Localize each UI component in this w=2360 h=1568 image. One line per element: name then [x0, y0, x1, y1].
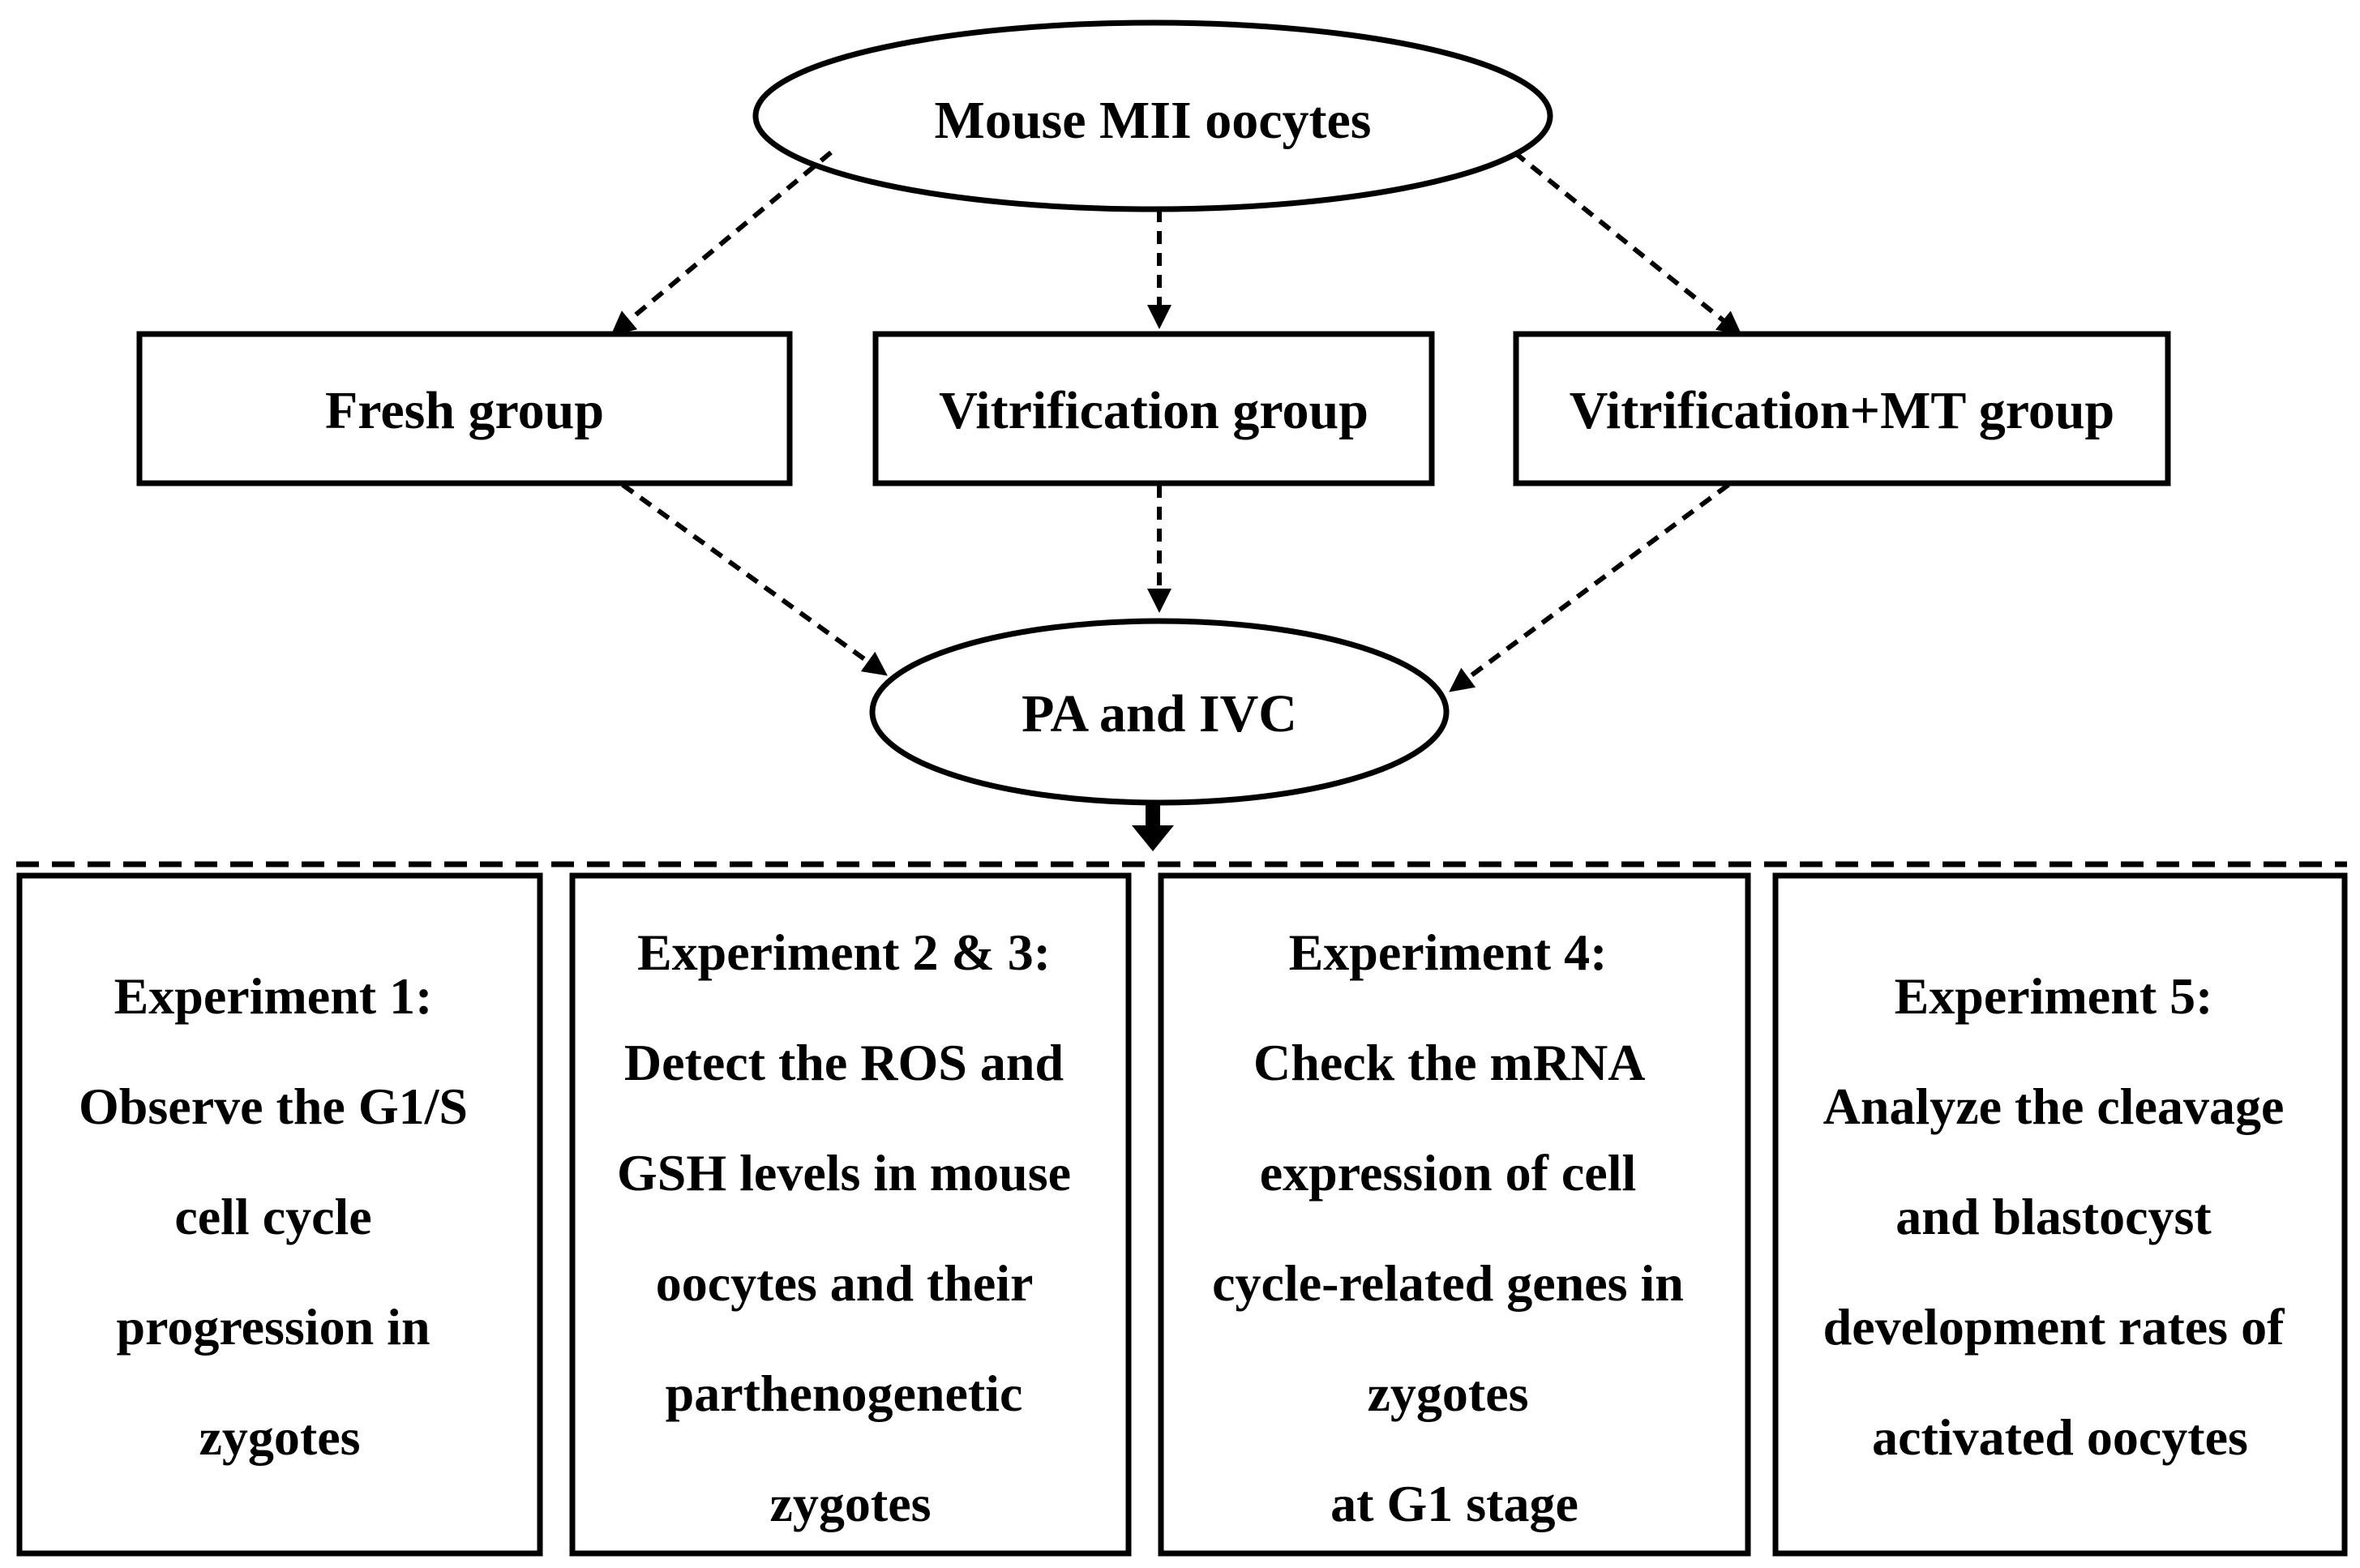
experiment-5-line: activated oocytes [1872, 1408, 2248, 1466]
experiment-4-line: Experiment 4: [1289, 923, 1608, 981]
arrow-vitrification-mt-to-pa [1449, 482, 1730, 692]
experiment-4-line: at G1 stage [1330, 1475, 1578, 1532]
fresh-group-box: Fresh group [136, 331, 793, 486]
experiment-4-line: Check the mRNA [1253, 1034, 1645, 1091]
experiment-1-box: Experiment 1: Observe the G1/S cell cycl… [16, 872, 543, 1557]
experiment-2-3-line: parthenogenetic [666, 1365, 1023, 1422]
vitrification-group-box: Vitrification group [872, 331, 1435, 486]
arrow-source-to-vitrification-mt [1513, 150, 1742, 336]
vitrification-mt-group-label: Vitrification+MT group [1570, 381, 2115, 440]
experiment-2-3-line: zygotes [769, 1475, 931, 1532]
experiment-2-3-line: Experiment 2 & 3: [637, 923, 1051, 981]
fresh-group-label: Fresh group [325, 381, 604, 440]
pa-ivc-node: PA and IVC [869, 618, 1450, 806]
source-node: Mouse MII oocytes [752, 19, 1553, 212]
experiment-1-line: cell cycle [174, 1188, 371, 1245]
pa-ivc-node-label: PA and IVC [1022, 684, 1297, 743]
experiment-1-line: zygotes [199, 1408, 360, 1466]
experiment-1-line: Observe the G1/S [79, 1077, 468, 1135]
arrow-source-to-fresh [610, 150, 833, 336]
experiment-4-line: cycle-related genes in [1212, 1254, 1684, 1312]
experiment-1-line: Experiment 1: [114, 967, 433, 1025]
arrow-pa-to-experiments-head [1132, 825, 1174, 851]
source-node-label: Mouse MII oocytes [935, 91, 1372, 150]
experiment-2-3-box: Experiment 2 & 3: Detect the ROS and GSH… [569, 872, 1132, 1557]
experiment-2-3-line: oocytes and their [656, 1254, 1033, 1312]
experiment-2-3-line: Detect the ROS and [624, 1034, 1064, 1091]
experiment-4-line: zygotes [1367, 1365, 1528, 1422]
vitrification-group-label: Vitrification group [939, 381, 1368, 440]
experiment-5-line: and blastocyst [1895, 1188, 2212, 1245]
experiment-5-line: Analyze the cleavage [1823, 1077, 2285, 1135]
arrow-fresh-to-pa [621, 482, 888, 676]
experiment-2-3-text: Experiment 2 & 3: Detect the ROS and GSH… [617, 923, 1084, 1532]
experiment-5-line: development rates of [1823, 1298, 2285, 1356]
experiment-1-text: Experiment 1: Observe the G1/S cell cycl… [79, 967, 481, 1466]
experiment-1-line: progression in [116, 1298, 430, 1356]
experiment-5-line: Experiment 5: [1895, 967, 2213, 1025]
experiment-2-3-line: GSH levels in mouse [617, 1144, 1071, 1202]
experiment-5-box: Experiment 5: Analyze the cleavage and b… [1772, 872, 2348, 1557]
experiment-4-box: Experiment 4: Check the mRNA expression … [1158, 872, 1751, 1557]
experiment-5-text: Experiment 5: Analyze the cleavage and b… [1823, 967, 2298, 1466]
experiment-4-text: Experiment 4: Check the mRNA expression … [1212, 923, 1697, 1532]
vitrification-mt-group-box: Vitrification+MT group [1513, 331, 2171, 486]
experiment-4-line: expression of cell [1260, 1144, 1637, 1202]
